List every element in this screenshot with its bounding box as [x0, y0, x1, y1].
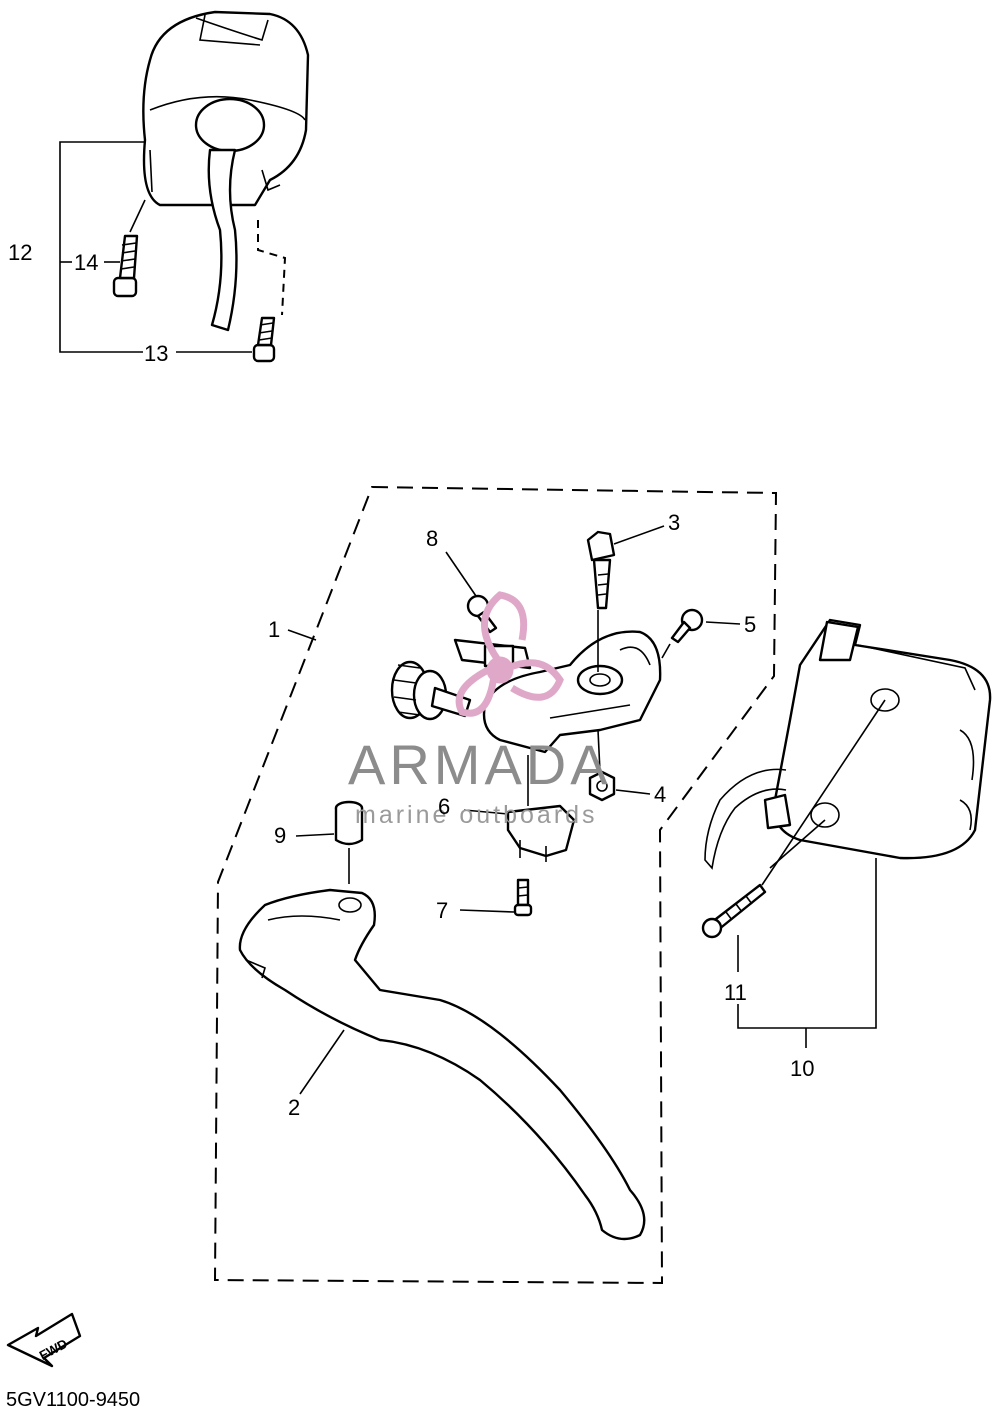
callout-13: 13 [144, 341, 168, 366]
callout-11: 11 [724, 980, 747, 1005]
callout-5: 5 [744, 612, 756, 637]
fwd-arrow-icon: FWD [6, 1312, 82, 1368]
callout-7: 7 [436, 898, 448, 923]
callout-9: 9 [274, 823, 286, 848]
callout-1: 1 [268, 617, 280, 642]
switch-housing-assembly [59, 10, 310, 363]
diagram-code: 5GV1100-9450 [6, 1389, 140, 1411]
callout-12: 12 [8, 240, 32, 265]
callout-6: 6 [438, 794, 450, 819]
callout-4: 4 [654, 782, 666, 807]
callout-8: 8 [426, 526, 438, 551]
lever-holder [295, 525, 741, 917]
clutch-lever [238, 888, 646, 1241]
callout-3: 3 [668, 510, 680, 535]
propeller-icon [455, 591, 564, 717]
brand-name: ARMADA [348, 733, 612, 796]
brand-tagline: marine outboards [355, 801, 598, 829]
callout-10: 10 [790, 1056, 814, 1081]
callout-14: 14 [74, 250, 98, 275]
callout-2: 2 [288, 1095, 300, 1120]
lever-assembly-outline [213, 485, 778, 1285]
armada-logo: ARMADA marine outboards [348, 591, 612, 829]
right-switch-housing [701, 618, 992, 1048]
